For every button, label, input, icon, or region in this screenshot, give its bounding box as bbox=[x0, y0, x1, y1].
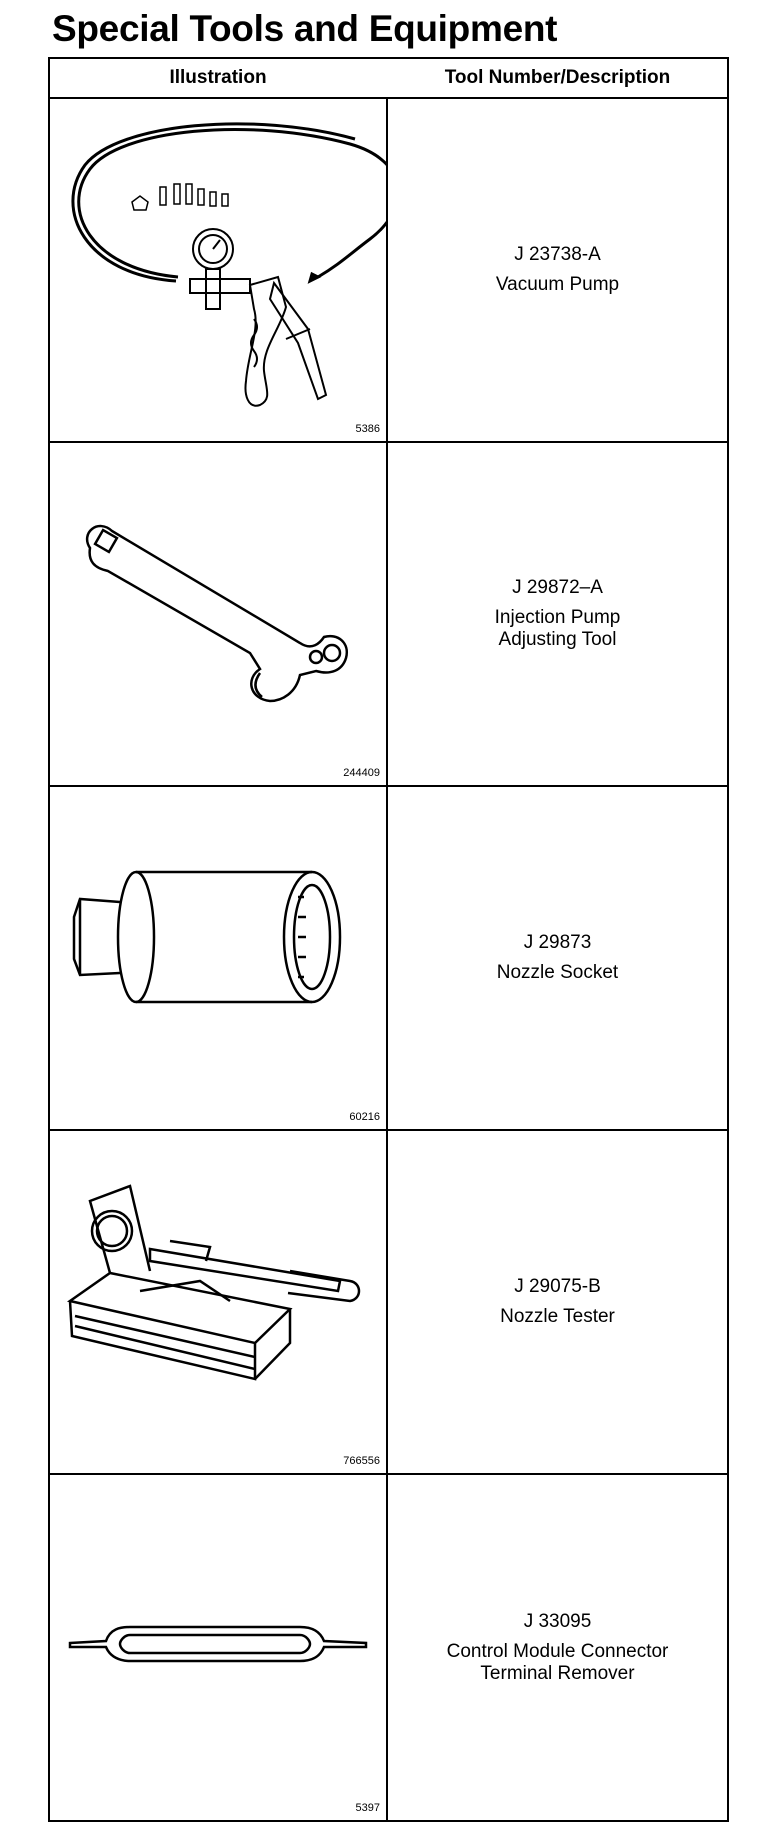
tool-description-line: Adjusting Tool bbox=[498, 629, 617, 650]
tool-description-line: Injection Pump bbox=[494, 607, 621, 628]
tool-description-cell: J 33095 Control Module Connector Termina… bbox=[388, 1475, 727, 1820]
header-illustration: Illustration bbox=[169, 67, 267, 88]
illustration-cell: 244409 bbox=[50, 443, 386, 785]
tool-description-cell: J 29075-B Nozzle Tester bbox=[388, 1131, 727, 1473]
figure-number: 5386 bbox=[355, 423, 380, 435]
terminal-remover-icon bbox=[68, 1625, 368, 1663]
table-row-vacuum-pump: 5386 J 23738-A Vacuum Pump bbox=[50, 99, 727, 443]
table-row-terminal-remover: 5397 J 33095 Control Module Connector Te… bbox=[50, 1475, 727, 1820]
page-title: Special Tools and Equipment bbox=[52, 8, 558, 49]
tool-description-line: Nozzle Tester bbox=[500, 1306, 615, 1327]
tool-number: J 29872–A bbox=[512, 577, 603, 598]
illustration-cell: 5397 bbox=[50, 1475, 386, 1820]
column-divider bbox=[386, 787, 388, 1129]
nozzle-tester-icon bbox=[66, 1184, 361, 1381]
column-divider bbox=[386, 1131, 388, 1473]
tool-number: J 29873 bbox=[523, 932, 592, 953]
illustration-cell: 766556 bbox=[50, 1131, 386, 1473]
nozzle-socket-icon bbox=[72, 870, 342, 1004]
figure-number: 766556 bbox=[343, 1455, 380, 1467]
table-header-row: Illustration Tool Number/Description bbox=[50, 59, 727, 99]
tool-description-cell: J 23738-A Vacuum Pump bbox=[388, 99, 727, 441]
column-divider bbox=[386, 99, 388, 441]
tool-description-cell: J 29873 Nozzle Socket bbox=[388, 787, 727, 1129]
tool-description-line: Vacuum Pump bbox=[495, 274, 620, 295]
tool-description-line: Terminal Remover bbox=[480, 1662, 635, 1684]
table-row-nozzle-socket: 60216 J 29873 Nozzle Socket bbox=[50, 787, 727, 1131]
column-divider bbox=[386, 1475, 388, 1820]
illustration-cell: 60216 bbox=[50, 787, 386, 1129]
figure-number: 60216 bbox=[349, 1111, 380, 1123]
illustration-cell: 5386 bbox=[50, 99, 386, 441]
tool-description-cell: J 29872–A Injection Pump Adjusting Tool bbox=[388, 443, 727, 785]
vacuum-pump-icon bbox=[71, 122, 386, 407]
figure-number: 5397 bbox=[355, 1802, 380, 1814]
tool-description-line: Control Module Connector bbox=[446, 1640, 669, 1662]
figure-number: 244409 bbox=[343, 767, 380, 779]
column-divider bbox=[386, 443, 388, 785]
adjusting-tool-icon bbox=[86, 524, 349, 703]
table-row-nozzle-tester: 766556 J 29075-B Nozzle Tester bbox=[50, 1131, 727, 1475]
table-row-adjusting-tool: 244409 J 29872–A Injection Pump Adjustin… bbox=[50, 443, 727, 787]
tool-number: J 33095 bbox=[523, 1610, 592, 1632]
tool-description-line: Nozzle Socket bbox=[496, 962, 619, 983]
header-tool-description: Tool Number/Description bbox=[444, 67, 671, 88]
tool-number: J 29075-B bbox=[514, 1276, 601, 1297]
tools-table: Illustration Tool Number/Description bbox=[48, 57, 729, 1822]
tool-number: J 23738-A bbox=[514, 244, 601, 265]
